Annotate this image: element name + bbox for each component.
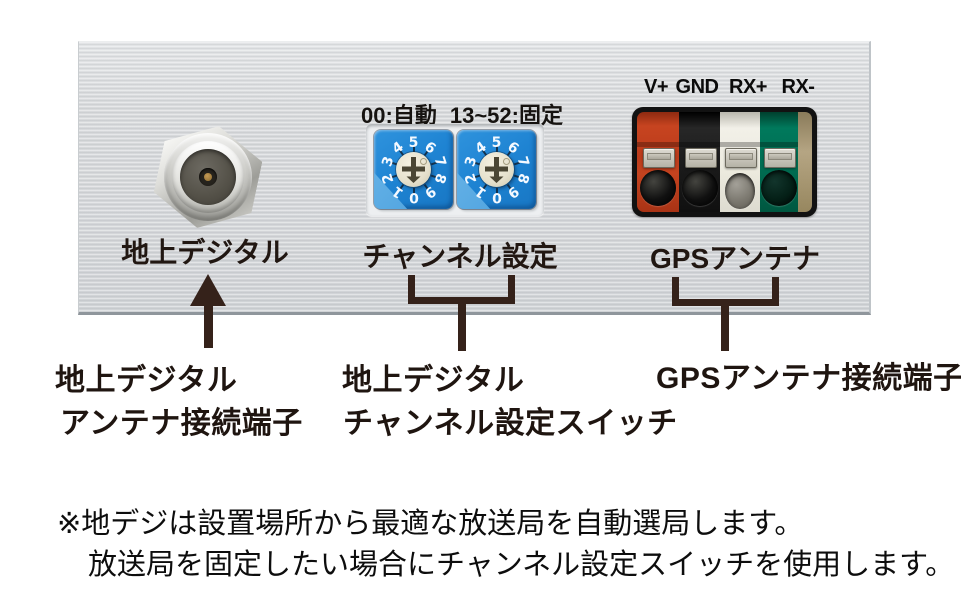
- gps-terminal-strips: [637, 112, 812, 212]
- terminal-clamp: [643, 148, 675, 168]
- coax-port-label: 地上デジタル: [121, 237, 289, 268]
- note-line-1: ※地デジは設置場所から最適な放送局を自動選局します。: [57, 508, 804, 540]
- terminal-rxplus: [720, 112, 760, 212]
- callout-coax-line1: 地上デジタル: [55, 364, 238, 397]
- callout-gps-line1: GPSアンテナ接続端子: [656, 362, 961, 395]
- terminal-rxminus: [760, 112, 798, 212]
- callout-coax-line2: アンテナ接続端子: [60, 407, 303, 440]
- gps-terminal-block: [632, 107, 817, 217]
- dial-tick: [412, 145, 415, 152]
- callout-bracket-channel: [408, 275, 515, 304]
- terminal-gnd: [679, 112, 720, 212]
- dial-digit: 5: [491, 134, 502, 151]
- dial-position-dot: [420, 158, 427, 165]
- channel-hint-auto: 00:自動: [361, 103, 437, 128]
- terminal-hole: [640, 170, 676, 206]
- note-line-2: 放送局を固定したい場合にチャンネル設定スイッチを使用します。: [88, 549, 955, 581]
- terminal-clamp: [725, 148, 757, 168]
- dial-position-dot: [503, 158, 510, 165]
- terminal-hole: [725, 173, 755, 209]
- callout-channel-line2: チャンネル設定スイッチ: [343, 407, 678, 440]
- dial-knob: [479, 152, 514, 187]
- channel-hint-fixed: 13~52:固定: [449, 103, 563, 128]
- callout-arrow-stem: [204, 304, 213, 348]
- dial-pointer-icon: [402, 157, 425, 183]
- dial-pointer-icon: [485, 157, 508, 183]
- dial-tick: [495, 145, 498, 152]
- terminal-hole: [681, 170, 718, 206]
- dial-knob: [396, 152, 431, 187]
- bracket-stem-gps: [721, 305, 729, 351]
- coax-center-pin-icon: [204, 173, 212, 181]
- pin-label-vplus: V+: [643, 76, 669, 98]
- pin-label-rxplus: RX+: [729, 76, 767, 98]
- terminal-endcap: [798, 112, 812, 212]
- terminal-hole: [761, 170, 797, 206]
- callout-bracket-gps: [672, 277, 779, 306]
- channel-switch-label: チャンネル設定: [362, 241, 558, 272]
- bracket-stem-channel: [458, 303, 466, 351]
- terminal-clamp: [684, 148, 717, 168]
- channel-hint: 00:自動 13~52:固定: [361, 98, 563, 130]
- terminal-clamp: [764, 148, 796, 168]
- pin-label-rxminus: RX-: [781, 76, 815, 98]
- dial-digit: 5: [408, 134, 419, 151]
- gps-port-label: GPSアンテナ: [649, 243, 821, 274]
- pin-label-gnd: GND: [675, 76, 719, 98]
- callout-channel-line1: 地上デジタル: [342, 364, 525, 397]
- terminal-vplus: [637, 112, 679, 212]
